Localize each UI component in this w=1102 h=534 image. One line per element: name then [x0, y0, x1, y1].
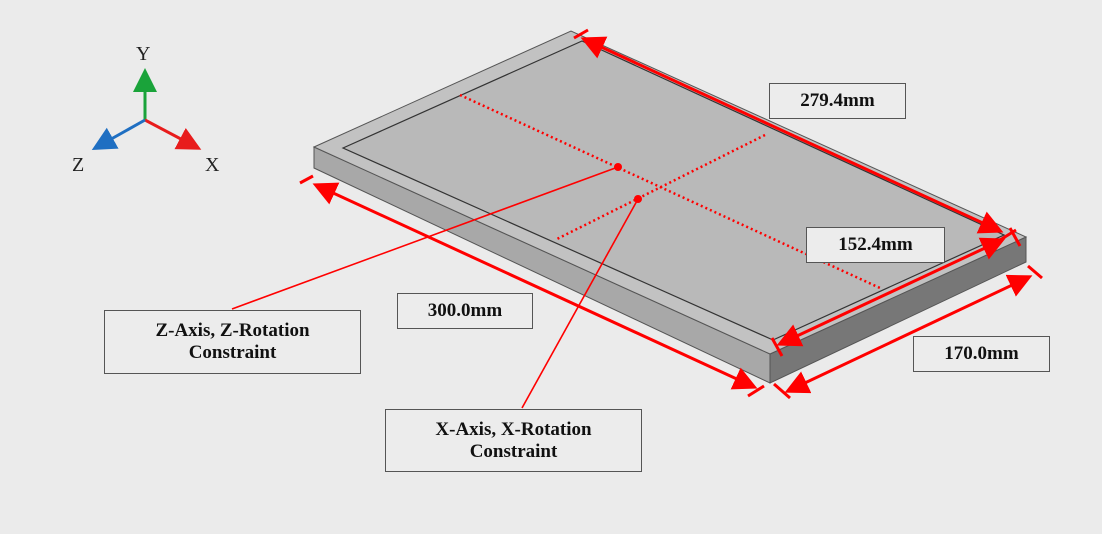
- z-axis-arrow: [91, 118, 146, 150]
- dim-label-152: 152.4mm: [806, 227, 945, 263]
- dim-tick: [773, 382, 791, 400]
- y-axis-label: Y: [136, 43, 151, 65]
- x-constraint-label: X-Axis, X-Rotation Constraint: [385, 409, 642, 472]
- dim-tick: [299, 174, 314, 185]
- x-axis-arrow: [144, 118, 202, 150]
- dim-tick: [770, 337, 784, 357]
- dim-tick: [1008, 227, 1022, 247]
- z-axis-label: Z: [72, 154, 85, 176]
- z-constraint-label: Z-Axis, Z-Rotation Constraint: [104, 310, 361, 374]
- dim-label-300: 300.0mm: [397, 293, 533, 329]
- x-axis-label: X: [205, 154, 220, 176]
- dim-label-279: 279.4mm: [769, 83, 906, 119]
- dimension-lines: [299, 28, 1043, 400]
- dim-tick: [1027, 264, 1043, 280]
- dim-line-300: [312, 182, 758, 390]
- dim-line-279: [580, 36, 1004, 234]
- dim-tick: [747, 384, 765, 398]
- dim-line-170: [784, 274, 1033, 394]
- dim-tick: [573, 28, 589, 40]
- axis-triad: [91, 68, 202, 150]
- dim-label-170: 170.0mm: [913, 336, 1050, 372]
